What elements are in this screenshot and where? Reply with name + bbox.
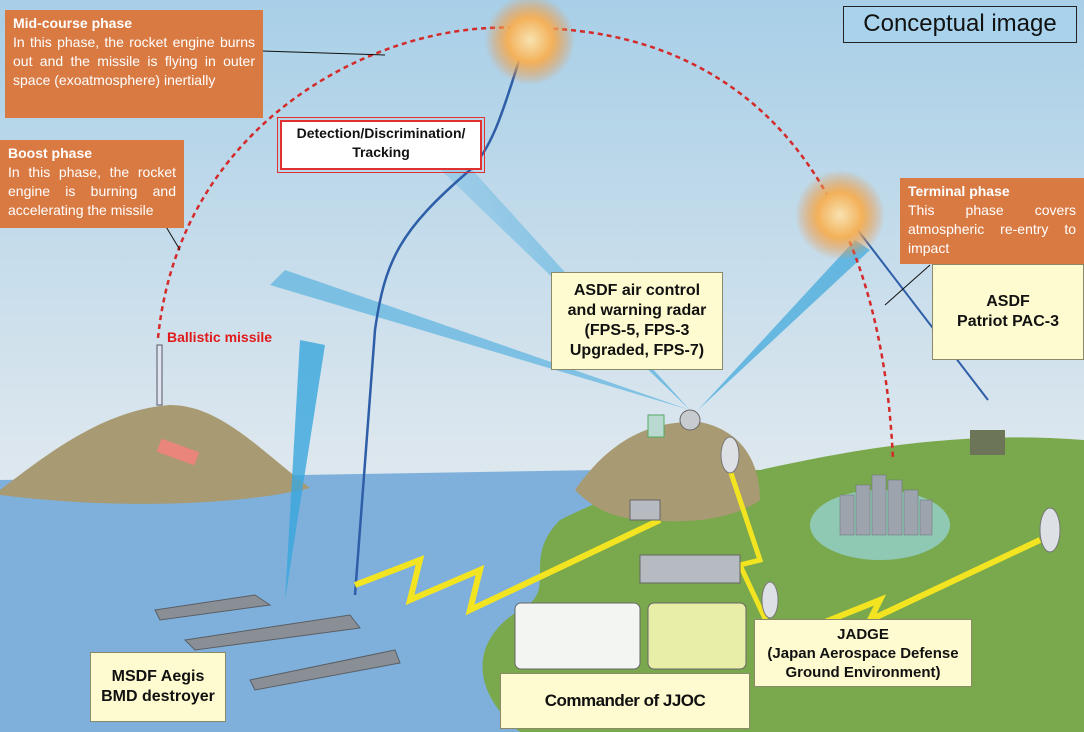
radar-beam-3 — [698, 240, 870, 410]
radar-hill — [575, 421, 760, 522]
terminal-leader-line — [884, 264, 931, 306]
jadge-label-line: Ground Environment) — [785, 663, 941, 681]
satellite-dish-2 — [761, 581, 779, 619]
radar-dome — [679, 409, 701, 431]
aegis-beam — [285, 340, 325, 600]
jadge-label-line: JADGE — [837, 625, 889, 643]
sm3-interceptor-track — [353, 29, 532, 596]
jjoc-label: Commander of JJOC — [500, 673, 750, 729]
fps-radar-panel — [647, 414, 665, 438]
launch-hill — [0, 405, 310, 504]
midcourse-leader-line — [261, 50, 386, 56]
terminal-intercept-blast — [795, 170, 885, 260]
patriot-label-line: ASDF — [986, 293, 1030, 310]
radar-beam-2 — [270, 270, 690, 410]
satellite-dish-1 — [720, 436, 740, 474]
jadge-label: JADGE (Japan Aerospace Defense Ground En… — [754, 619, 972, 687]
datalink-ship — [353, 517, 662, 616]
datalink-radar — [727, 469, 778, 642]
detection-discrimination-tracking-label: Detection/Discrimination/ Tracking — [277, 117, 485, 173]
radar-label: ASDF air control and warning radar (FPS-… — [551, 272, 723, 370]
terminal-phase-text: This phase covers atmospheric re-entry t… — [908, 202, 1076, 256]
detection-label-line-1: Detection/Discrimination/ — [296, 125, 466, 141]
terminal-phase-box: Terminal phase This phase covers atmosph… — [900, 178, 1084, 264]
command-facility — [629, 499, 661, 521]
boost-phase-box: Boost phase In this phase, the rocket en… — [0, 140, 184, 228]
conceptual-image-badge: Conceptual image — [843, 6, 1077, 43]
patriot-label: ASDF Patriot PAC-3 — [932, 264, 1084, 360]
jjoc-building — [639, 554, 741, 584]
aegis-destroyers — [154, 594, 401, 691]
jjoc-inset-operations-room — [647, 602, 747, 670]
ballistic-missile-on-launcher — [156, 344, 163, 406]
radar-label-line: ASDF air control — [573, 282, 701, 299]
aegis-label-line: MSDF Aegis — [111, 668, 205, 685]
jjoc-label-text: Commander of JJOC — [544, 691, 706, 710]
radar-label-line: and warning radar — [567, 302, 707, 319]
ballistic-missile-label: Ballistic missile — [167, 329, 273, 345]
midcourse-intercept-blast — [485, 0, 575, 85]
aegis-label-line: BMD destroyer — [101, 688, 215, 705]
detection-label-line-2: Tracking — [352, 144, 410, 160]
tel-launcher — [156, 438, 200, 466]
mid-course-phase-box: Mid-course phase In this phase, the rock… — [5, 10, 263, 118]
jadge-label-line: (Japan Aerospace Defense — [767, 644, 959, 662]
boost-phase-text: In this phase, the rocket engine is burn… — [8, 164, 176, 218]
patriot-launcher — [970, 430, 1005, 455]
satellite-dish-3 — [1039, 507, 1061, 553]
radar-label-line: Upgraded, FPS-7) — [569, 342, 705, 359]
terminal-phase-title: Terminal phase — [908, 183, 1010, 199]
boost-leader-line — [164, 224, 181, 251]
aegis-label: MSDF Aegis BMD destroyer — [90, 652, 226, 722]
boost-phase-title: Boost phase — [8, 145, 93, 161]
city-buildings — [839, 474, 933, 536]
radar-label-line: (FPS-5, FPS-3 — [584, 322, 690, 339]
mid-course-phase-text: In this phase, the rocket engine burns o… — [13, 34, 255, 88]
jjoc-inset-facility — [514, 602, 641, 670]
pac3-interceptor-track — [849, 219, 989, 401]
patriot-label-line: Patriot PAC-3 — [957, 313, 1059, 330]
mid-course-phase-title: Mid-course phase — [13, 15, 133, 31]
